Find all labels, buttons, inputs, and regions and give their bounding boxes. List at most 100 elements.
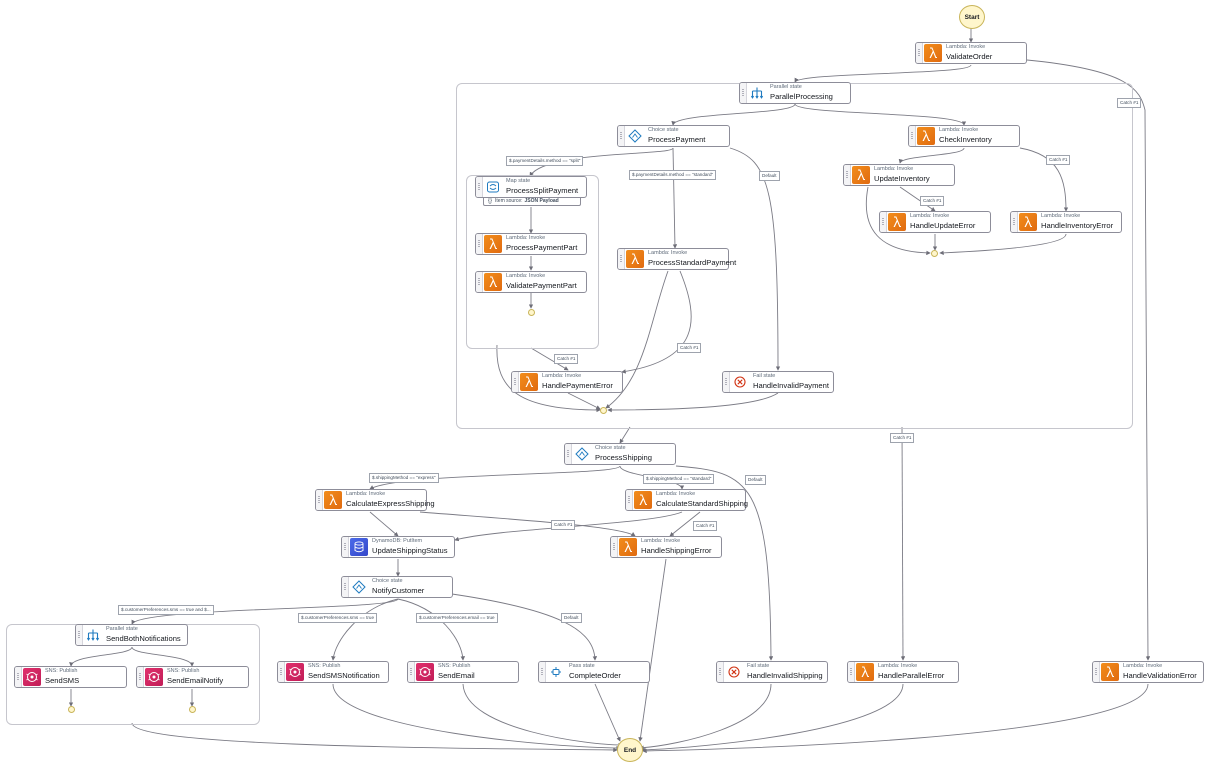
drag-handle[interactable] — [137, 667, 144, 687]
drag-handle[interactable] — [539, 662, 546, 682]
edge — [638, 558, 667, 742]
state-name: ProcessShipping — [595, 453, 652, 462]
edge-label-catch-update[interactable]: Catch #1 — [920, 196, 945, 206]
lambda-icon — [626, 250, 644, 268]
drag-handle[interactable] — [15, 667, 22, 687]
drag-handle[interactable] — [278, 662, 285, 682]
map-iterator-group — [466, 175, 599, 349]
edge-label-both[interactable]: $.customerPreferences.sms == true and $.… — [118, 605, 214, 615]
drag-handle[interactable] — [844, 165, 851, 185]
edge-label-split[interactable]: $.paymentDetails.method == "split" — [506, 156, 584, 166]
edge — [451, 593, 598, 661]
drag-handle[interactable] — [880, 212, 887, 232]
edge-label-standard-payment[interactable]: $.paymentDetails.method == "standard" — [629, 170, 717, 180]
drag-handle[interactable] — [512, 372, 519, 392]
drag-handle[interactable] — [626, 490, 633, 510]
edge — [939, 233, 1067, 256]
drag-handle[interactable] — [76, 625, 83, 645]
inventory-join-dot — [931, 250, 938, 257]
edge-label-catch-express[interactable]: Catch #1 — [551, 520, 576, 530]
map-end-dot — [528, 309, 535, 316]
edge-label-catch-std-shipping[interactable]: Catch #1 — [693, 521, 718, 531]
state-name: UpdateInventory — [874, 174, 930, 183]
lambda-icon — [917, 127, 935, 145]
edge-label-notify-default[interactable]: Default — [561, 613, 582, 623]
drag-handle[interactable] — [723, 372, 730, 392]
drag-handle[interactable] — [316, 490, 323, 510]
state-name: CalculateExpressShipping — [346, 499, 435, 508]
item-source-value: JSON Payload — [524, 197, 559, 204]
edge-label-catch-parallel[interactable]: Catch #1 — [890, 433, 915, 443]
edge — [1019, 147, 1069, 212]
drag-handle[interactable] — [342, 577, 349, 597]
drag-handle[interactable] — [916, 43, 923, 63]
drag-handle[interactable] — [476, 234, 483, 254]
edge — [621, 270, 692, 374]
drag-handle[interactable] — [717, 662, 724, 682]
edge-label-email[interactable]: $.customerPreferences.email == true — [416, 613, 498, 623]
edge-label-standard-shipping[interactable]: $.shippingMethod == "standard" — [643, 474, 715, 484]
lambda-icon — [1019, 213, 1037, 231]
edge-label-shipping-default[interactable]: Default — [745, 475, 766, 485]
drag-handle[interactable] — [1093, 662, 1100, 682]
drag-handle[interactable] — [476, 177, 483, 197]
drag-handle[interactable] — [565, 444, 572, 464]
edge — [69, 646, 133, 667]
edge-label-catch-split[interactable]: Catch #1 — [554, 354, 579, 364]
drag-handle[interactable] — [476, 272, 483, 292]
edge — [675, 465, 774, 661]
drag-handle[interactable] — [618, 126, 625, 146]
edge-label-catch-standard[interactable]: Catch #1 — [677, 343, 702, 353]
lambda-icon — [856, 663, 874, 681]
state-name: ValidatePaymentPart — [506, 281, 577, 290]
edge-label-catch-inventory[interactable]: Catch #1 — [1046, 155, 1071, 165]
edge — [671, 103, 796, 126]
drag-handle[interactable] — [618, 249, 625, 269]
edge-label-express[interactable]: $.shippingMethod == "express" — [369, 473, 439, 483]
state-name: SendEmail — [438, 671, 475, 680]
edge-label-catch-validation[interactable]: Catch #1 — [1117, 98, 1142, 108]
edge — [865, 186, 931, 256]
map-icon — [484, 178, 502, 196]
drag-handle[interactable] — [342, 537, 349, 557]
lambda-icon — [484, 273, 502, 291]
payment-join-dot — [600, 407, 607, 414]
edge-label-payment-default[interactable]: Default — [759, 171, 780, 181]
drag-handle[interactable] — [740, 83, 747, 103]
drag-handle[interactable] — [1011, 212, 1018, 232]
drag-handle[interactable] — [611, 537, 618, 557]
edge-label-sms[interactable]: $.customerPreferences.sms == true — [298, 613, 378, 623]
state-name: SendSMS — [45, 676, 80, 685]
drag-handle[interactable] — [909, 126, 916, 146]
drag-handle[interactable] — [848, 662, 855, 682]
drag-handle[interactable] — [408, 662, 415, 682]
